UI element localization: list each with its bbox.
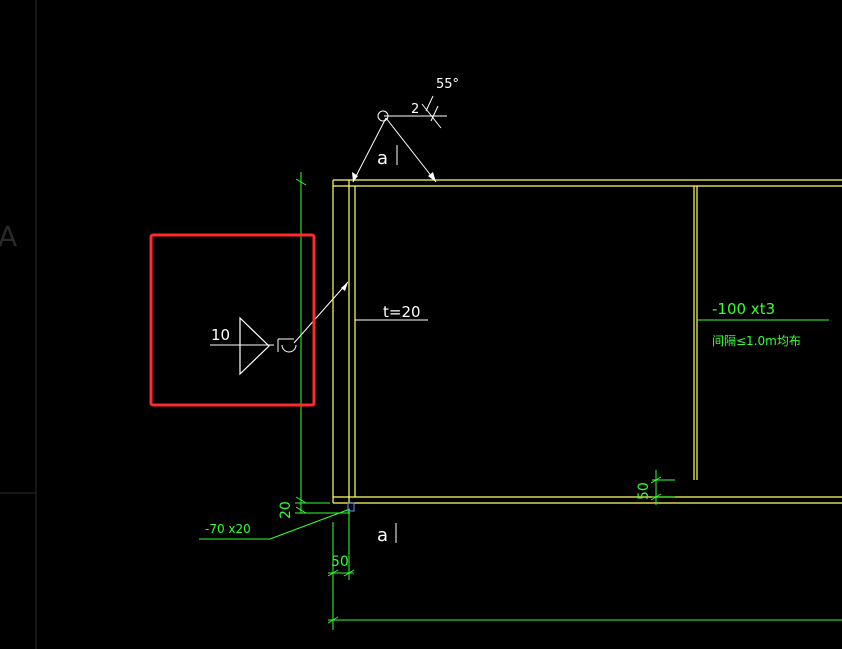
weld-angle-label: 55° [436, 77, 459, 92]
arrowhead-icon [428, 172, 436, 182]
bar-label: -70 x20 [205, 522, 251, 536]
arrowhead-icon [352, 172, 358, 182]
dimension-50-bottom: 50 [331, 554, 349, 570]
fillet-weld-triangle-icon [239, 316, 270, 376]
dimension-20: 20 [278, 501, 294, 519]
section-mark-bottom: a [377, 525, 388, 546]
fillet-weld-size-label: 10 [211, 326, 230, 344]
weld-all-around-icon [377, 110, 389, 122]
weld-gap-label: 2 [411, 102, 419, 117]
section-mark-top: a [377, 148, 388, 169]
side-letter: A [0, 220, 17, 253]
stiffener-spacing-note: 间隔≤1.0m均布 [712, 334, 801, 348]
plate-thickness-label: t=20 [383, 303, 421, 321]
viewport-border [0, 0, 37, 649]
stiffener-label: -100 xt3 [712, 300, 775, 318]
dimension-50-right: 50 [636, 482, 652, 500]
annotation-lines [210, 95, 447, 543]
bar-section-marker [347, 502, 355, 512]
highlight-box[interactable] [149, 233, 316, 407]
arrowhead-icon [341, 282, 348, 291]
dimension-lines [199, 172, 842, 630]
member-outline [332, 179, 842, 504]
